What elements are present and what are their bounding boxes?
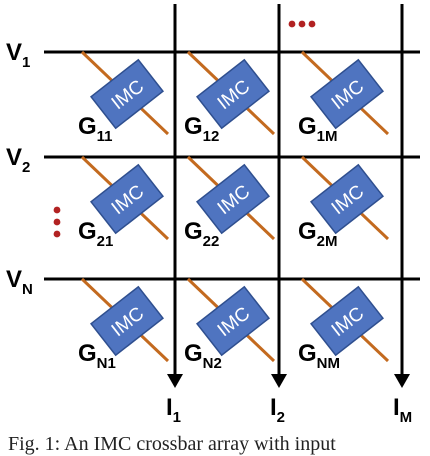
imc-device: IMC [89,163,165,235]
ellipsis-dot [53,230,61,238]
imc-device-body [309,58,385,130]
conductance-label-3-1: GN1 [78,340,116,372]
row-voltage-label-3: VN [6,266,33,298]
ellipsis-dot [288,20,296,28]
arrow-down-icon [167,374,183,388]
conductance-label-3-3: GNM [298,340,340,372]
conductance-label-2-2: G22 [184,218,219,250]
imc-device: IMC [89,58,165,130]
imc-device-body [195,163,271,235]
arrow-down-icon [394,374,410,388]
crossbar-diagram: IMCG11IMCG12IMCG1MIMCG21IMCG22IMCG2MIMCG… [6,4,420,426]
imc-device-body [309,163,385,235]
imc-device: IMC [89,285,165,357]
conductance-label-1-2: G12 [184,113,219,145]
imc-device-body [89,285,165,357]
imc-device-body [89,163,165,235]
imc-device-body [195,285,271,357]
column-current-label-2: I2 [270,394,285,426]
row-voltage-label-1: V1 [6,39,30,71]
conductance-label-2-3: G2M [298,218,338,250]
imc-device: IMC [309,58,385,130]
conductance-label-2-1: G21 [78,218,113,250]
ellipsis-dot [308,20,316,28]
figure-caption: Fig. 1: An IMC crossbar array with input [8,433,336,455]
imc-device: IMC [195,163,271,235]
ellipsis-dot [298,20,306,28]
column-current-label-3: IM [393,394,412,426]
imc-device-body [195,58,271,130]
imc-device: IMC [195,285,271,357]
imc-device: IMC [195,58,271,130]
ellipsis-dot [53,206,61,214]
imc-device: IMC [309,285,385,357]
arrow-down-icon [271,374,287,388]
conductance-label-1-3: G1M [298,113,338,145]
imc-device-body [89,58,165,130]
imc-device: IMC [309,163,385,235]
conductance-label-3-2: GN2 [184,340,222,372]
imc-device-body [309,285,385,357]
ellipsis-dot [53,218,61,226]
column-current-label-1: I1 [166,394,181,426]
conductance-label-1-1: G11 [78,113,113,145]
row-voltage-label-2: V2 [6,144,30,176]
